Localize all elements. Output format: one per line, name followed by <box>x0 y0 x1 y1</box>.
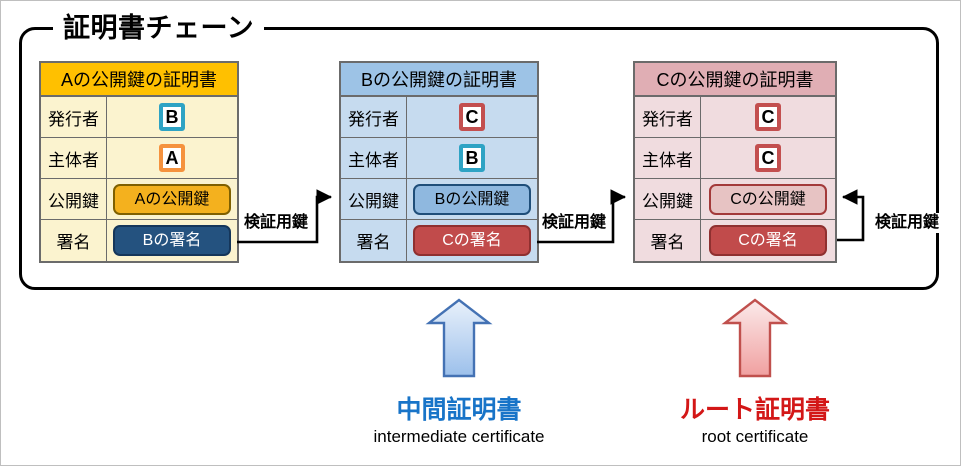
entity-chip-c: C <box>459 103 485 131</box>
cert-c-header: Cの公開鍵の証明書 <box>635 63 835 97</box>
cert-a-value-issuer: B <box>107 97 237 137</box>
callout-root-jp: ルート証明書 <box>679 396 830 424</box>
callout-root-en: root certificate <box>701 427 809 446</box>
cert-b-label-issuer: 発行者 <box>341 97 407 137</box>
certificate-table-a: Aの公開鍵の証明書 発行者 B 主体者 A 公開鍵 Aの公開鍵 署名 Bの署名 <box>39 61 239 263</box>
cert-a-label-signature: 署名 <box>41 220 107 261</box>
cert-b-label-publickey: 公開鍵 <box>341 179 407 219</box>
entity-chip-b: B <box>159 103 185 131</box>
cert-b-value-publickey: Bの公開鍵 <box>407 179 537 219</box>
cert-c-value-publickey: Cの公開鍵 <box>701 179 835 219</box>
cert-c-label-publickey: 公開鍵 <box>635 179 701 219</box>
public-key-c-badge: Cの公開鍵 <box>709 183 827 215</box>
cert-b-label-subject: 主体者 <box>341 138 407 178</box>
cert-b-row-issuer: 発行者 C <box>341 97 537 138</box>
entity-chip-c: C <box>755 103 781 131</box>
cert-b-row-signature: 署名 Cの署名 <box>341 220 537 261</box>
callout-root-certificate: ルート証明書 root certificate <box>605 395 905 449</box>
connector-label-c-self: 検証用鍵 <box>873 213 942 233</box>
cert-c-value-signature: Cの署名 <box>701 220 835 261</box>
up-arrow-icon-intermediate <box>425 298 493 378</box>
callout-intermediate-en: intermediate certificate <box>373 427 545 446</box>
certificate-chain-title: 証明書チェーン <box>53 7 265 49</box>
cert-a-row-publickey: 公開鍵 Aの公開鍵 <box>41 179 237 220</box>
cert-c-label-signature: 署名 <box>635 220 701 261</box>
cert-b-row-publickey: 公開鍵 Bの公開鍵 <box>341 179 537 220</box>
cert-b-value-issuer: C <box>407 97 537 137</box>
cert-a-row-signature: 署名 Bの署名 <box>41 220 237 261</box>
connector-label-b-to-c: 検証用鍵 <box>540 213 609 233</box>
certificate-table-c: Cの公開鍵の証明書 発行者 C 主体者 C 公開鍵 Cの公開鍵 署名 Cの署名 <box>633 61 837 263</box>
cert-a-label-issuer: 発行者 <box>41 97 107 137</box>
callout-intermediate-jp: 中間証明書 <box>396 396 522 424</box>
cert-b-label-signature: 署名 <box>341 220 407 261</box>
certificate-table-b: Bの公開鍵の証明書 発行者 C 主体者 B 公開鍵 Bの公開鍵 署名 Cの署名 <box>339 61 539 263</box>
cert-a-row-subject: 主体者 A <box>41 138 237 179</box>
public-key-a-badge: Aの公開鍵 <box>113 183 231 215</box>
cert-a-value-publickey: Aの公開鍵 <box>107 179 237 219</box>
entity-chip-c: C <box>755 144 781 172</box>
cert-c-row-signature: 署名 Cの署名 <box>635 220 835 261</box>
cert-c-value-issuer: C <box>701 97 835 137</box>
cert-c-row-publickey: 公開鍵 Cの公開鍵 <box>635 179 835 220</box>
public-key-b-badge: Bの公開鍵 <box>413 183 531 215</box>
callout-intermediate-certificate: 中間証明書 intermediate certificate <box>309 395 609 449</box>
signature-b-badge: Bの署名 <box>113 225 231 256</box>
cert-b-header: Bの公開鍵の証明書 <box>341 63 537 97</box>
signature-c-badge: Cの署名 <box>413 225 531 256</box>
entity-chip-a: A <box>159 144 185 172</box>
cert-c-row-issuer: 発行者 C <box>635 97 835 138</box>
cert-a-value-subject: A <box>107 138 237 178</box>
cert-c-label-subject: 主体者 <box>635 138 701 178</box>
cert-a-header: Aの公開鍵の証明書 <box>41 63 237 97</box>
cert-a-label-subject: 主体者 <box>41 138 107 178</box>
cert-c-label-issuer: 発行者 <box>635 97 701 137</box>
connector-label-a-to-b: 検証用鍵 <box>242 213 311 233</box>
cert-b-row-subject: 主体者 B <box>341 138 537 179</box>
certificate-chain-frame <box>19 27 939 290</box>
cert-c-row-subject: 主体者 C <box>635 138 835 179</box>
cert-a-value-signature: Bの署名 <box>107 220 237 261</box>
cert-b-value-signature: Cの署名 <box>407 220 537 261</box>
up-arrow-icon-root <box>721 298 789 378</box>
cert-b-value-subject: B <box>407 138 537 178</box>
signature-c-badge: Cの署名 <box>709 225 827 256</box>
cert-a-row-issuer: 発行者 B <box>41 97 237 138</box>
cert-a-label-publickey: 公開鍵 <box>41 179 107 219</box>
cert-c-value-subject: C <box>701 138 835 178</box>
entity-chip-b: B <box>459 144 485 172</box>
